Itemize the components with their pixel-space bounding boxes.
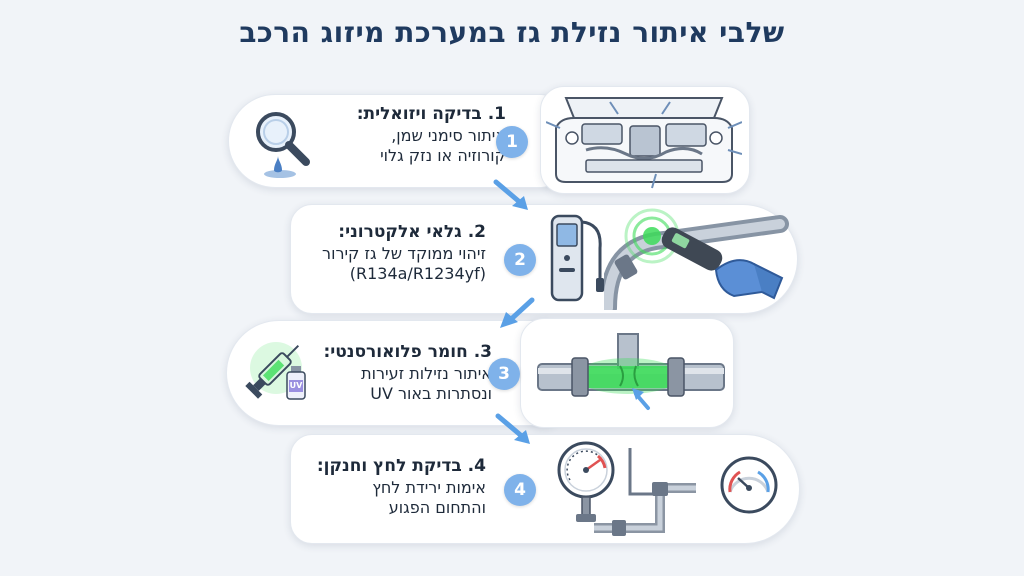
glowing-pipe-joint-illustration — [537, 333, 725, 410]
arrow-step2-to-3 — [500, 297, 535, 328]
step-1-heading: 1. בדיקה ויזואלית: — [356, 104, 506, 124]
step-4-card — [290, 434, 800, 544]
step-2-line-1: זיהוי ממוקד של גז קירור — [322, 244, 486, 263]
detector-on-hose-illustration — [604, 208, 789, 310]
page-title: שלבי איתור נזילת גז במערכת מיזוג הרכב — [239, 16, 785, 49]
step-4-badge: 4 — [504, 474, 536, 506]
step-2-text: 2. גלאי אלקטרוני: זיהוי ממוקד של גז קירו… — [246, 222, 486, 284]
step-3-badge: 3 — [488, 358, 520, 390]
oil-drop-icon — [264, 156, 296, 178]
step-2-line-2: (R134a/R1234yf) — [349, 264, 486, 283]
step-3-line-2: ונסתרות באור UV — [370, 384, 492, 403]
step-4-text: 4. בדיקת לחץ וחנקן: אימות ירידת לחץ והתח… — [266, 456, 486, 518]
step-3-heading: 3. חומר פלואורסנטי: — [323, 342, 492, 362]
step-1-line-1: איתור סימני שמן, — [391, 126, 506, 145]
step-3-text: 3. חומר פלואורסנטי: איתור נזילות זעירות … — [282, 342, 492, 404]
step-2-heading: 2. גלאי אלקטרוני: — [338, 222, 486, 242]
pressure-gauge-icon — [557, 441, 615, 522]
arrow-step3-to-4 — [495, 413, 530, 444]
step-4-heading: 4. בדיקת לחץ וחנקן: — [316, 456, 486, 476]
handheld-leak-detector-icon — [550, 214, 604, 302]
small-gauge-icon — [720, 456, 778, 514]
magnifier-icon — [256, 112, 310, 166]
uv-label: UV — [289, 381, 303, 390]
step-2-badge: 2 — [504, 244, 536, 276]
arrow-step1-to-2 — [493, 179, 528, 210]
uv-vial-icon: UV — [284, 366, 308, 400]
step-3-line-1: איתור נזילות זעירות — [361, 364, 492, 383]
step-1-text: 1. בדיקה ויזואלית: איתור סימני שמן, קורו… — [306, 104, 506, 166]
car-engine-bay-illustration — [546, 97, 742, 189]
piping-illustration — [594, 448, 696, 536]
step-1-line-2: קורוזיה או נזק גלוי — [380, 146, 506, 165]
step-1-badge: 1 — [496, 126, 528, 158]
step-4-line-1: אימות ירידת לחץ — [372, 478, 486, 497]
step-4-line-2: והתחום הפגוע — [388, 498, 486, 517]
